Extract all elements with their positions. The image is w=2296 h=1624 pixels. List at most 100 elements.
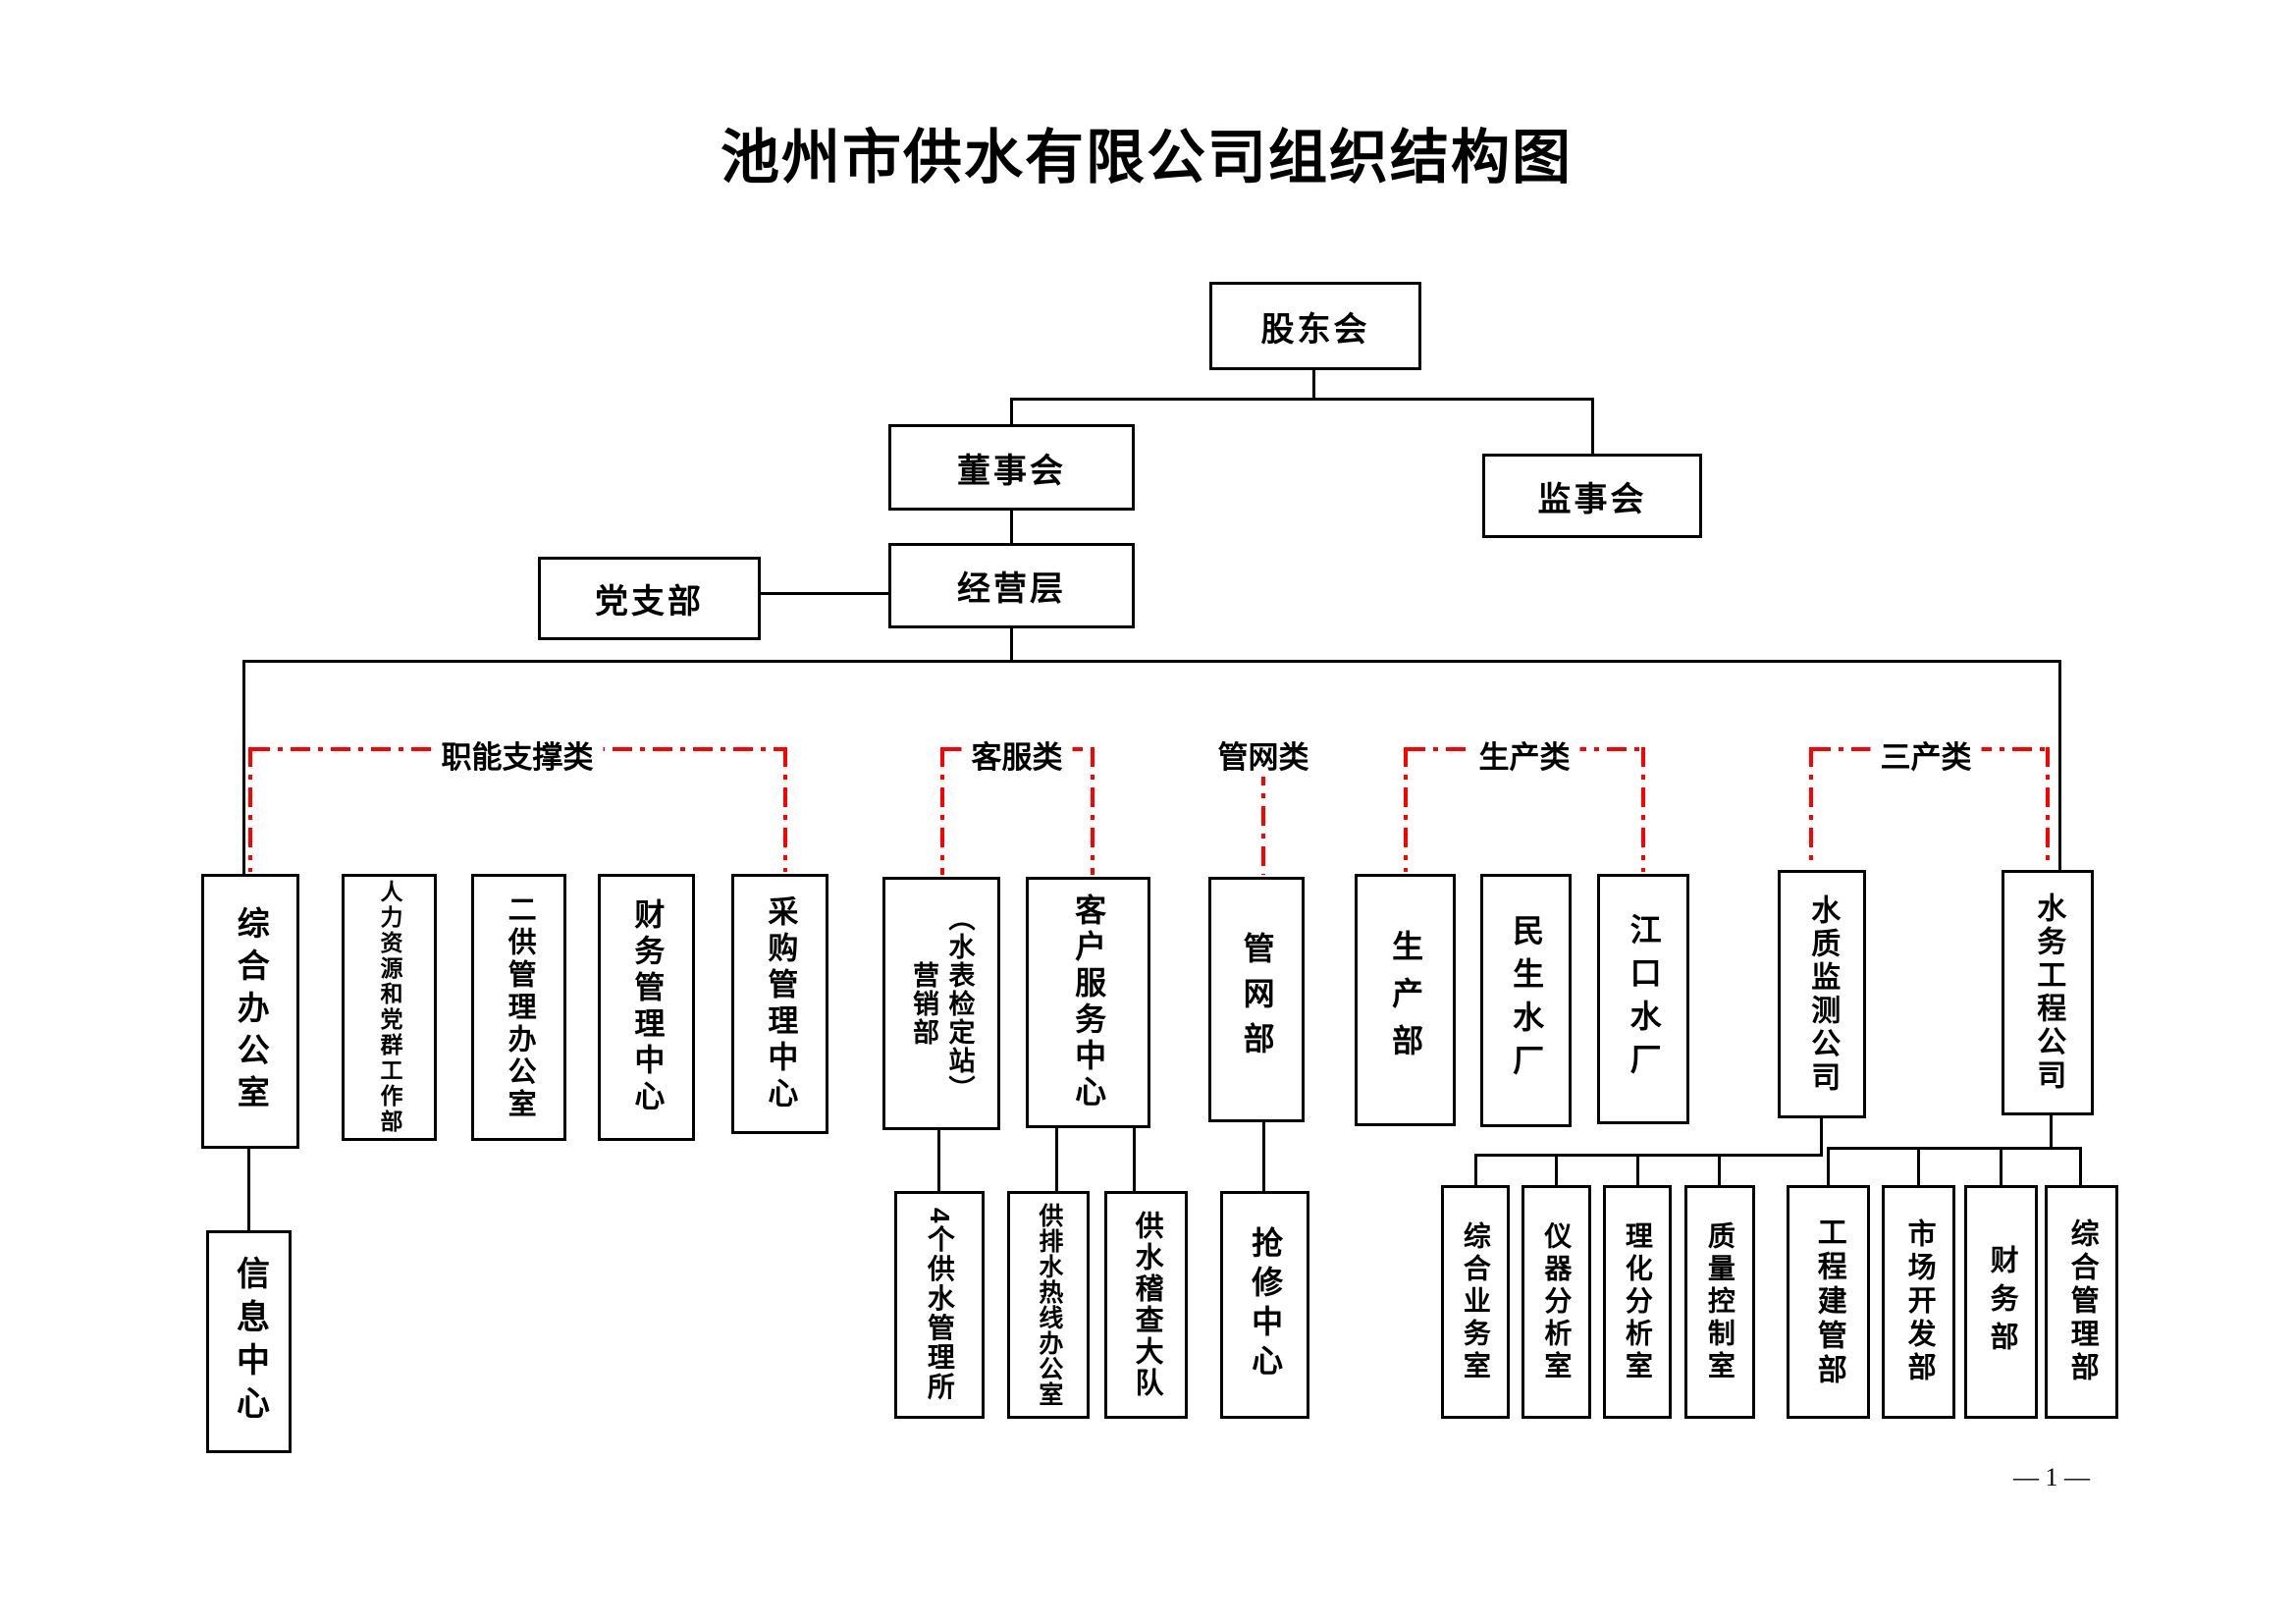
dept-procurement-center-label: 采购管理中心 bbox=[763, 894, 798, 1113]
connector-quality-down bbox=[1820, 1118, 1823, 1157]
subdept-info-center: 信息中心 bbox=[206, 1230, 292, 1453]
dept-hr-party: 人力资源和党群工作部 bbox=[342, 874, 437, 1141]
connector-party-management bbox=[761, 592, 888, 595]
subdept-business-room-label: 综合业务室 bbox=[1460, 1220, 1491, 1383]
dept-production: 生产部 bbox=[1355, 874, 1456, 1126]
connector-management-down bbox=[1010, 628, 1013, 660]
dept-customer-service: 客户服务中心 bbox=[1026, 877, 1150, 1128]
connector-distribution-line bbox=[242, 660, 2061, 663]
bracket-support-v-left bbox=[248, 747, 252, 872]
dept-production-label: 生产部 bbox=[1388, 929, 1424, 1071]
bracket-pipeline-v bbox=[1261, 766, 1265, 875]
dept-general-office: 综合办公室 bbox=[201, 874, 299, 1149]
category-label-tertiary: 三产类 bbox=[1870, 732, 1982, 777]
connector-service-child2 bbox=[1133, 1128, 1136, 1191]
subdept-finance: 财务部 bbox=[1964, 1185, 2038, 1419]
connector-marketing-child bbox=[937, 1130, 940, 1191]
subdept-repair-center-label: 抢修中心 bbox=[1248, 1226, 1284, 1383]
subdept-construction-mgmt-label: 工程建管部 bbox=[1812, 1216, 1845, 1388]
connector-board-management bbox=[1010, 511, 1013, 543]
subdept-hotline-office-label: 供排水热线办公室 bbox=[1035, 1203, 1063, 1407]
node-supervisors: 监事会 bbox=[1482, 454, 1702, 538]
bracket-production-v-left bbox=[1404, 747, 1408, 872]
dept-general-office-label: 综合办公室 bbox=[233, 905, 270, 1117]
node-board: 董事会 bbox=[888, 424, 1135, 511]
dept-pipe-network: 管网部 bbox=[1208, 877, 1305, 1122]
connector-engineering-c3 bbox=[2000, 1147, 2002, 1185]
node-shareholders: 股东会 bbox=[1209, 282, 1421, 370]
dept-minsheng-plant-label: 民生水厂 bbox=[1509, 914, 1545, 1087]
node-supervisors-label: 监事会 bbox=[1537, 480, 1647, 518]
category-label-production: 生产类 bbox=[1468, 732, 1580, 777]
subdept-market-dev-label: 市场开发部 bbox=[1903, 1218, 1936, 1385]
connector-quality-h bbox=[1474, 1154, 1823, 1157]
page-number: — 1 — bbox=[2013, 1463, 2090, 1491]
dept-customer-service-label: 客户服务中心 bbox=[1071, 893, 1107, 1111]
dept-water-quality-co-label: 水质监测公司 bbox=[1806, 893, 1840, 1095]
subdept-instrument-room: 仪器分析室 bbox=[1522, 1185, 1591, 1419]
subdept-inspection-brigade-label: 供水稽查大队 bbox=[1131, 1211, 1163, 1399]
connector-engineering-c1 bbox=[1827, 1147, 1830, 1185]
connector-shareholders-down bbox=[1312, 370, 1315, 398]
connector-quality-c1 bbox=[1474, 1154, 1477, 1185]
connector-supervisors-drop bbox=[1591, 398, 1594, 454]
bracket-tertiary-v-right bbox=[2046, 747, 2050, 868]
subdept-physchem-room: 理化分析室 bbox=[1603, 1185, 1672, 1419]
dept-finance-center: 财务管理中心 bbox=[598, 874, 695, 1141]
subdept-info-center-label: 信息中心 bbox=[231, 1255, 269, 1429]
subdept-business-room: 综合业务室 bbox=[1441, 1185, 1510, 1419]
bracket-service-v-left bbox=[940, 747, 944, 875]
connector-engineering-h bbox=[1827, 1147, 2082, 1150]
subdept-construction-mgmt: 工程建管部 bbox=[1787, 1185, 1870, 1419]
node-party-branch: 党支部 bbox=[538, 557, 761, 640]
connector-engineering-c4 bbox=[2079, 1147, 2082, 1185]
subdept-hotline-office: 供排水热线办公室 bbox=[1007, 1191, 1090, 1419]
node-shareholders-label: 股东会 bbox=[1260, 310, 1370, 349]
category-label-pipeline: 管网类 bbox=[1207, 732, 1319, 777]
subdept-quality-control-room: 质量控制室 bbox=[1684, 1185, 1755, 1419]
dept-hr-party-label: 人力资源和党群工作部 bbox=[377, 880, 403, 1135]
bracket-production-v-right bbox=[1641, 747, 1645, 872]
node-management: 经营层 bbox=[888, 543, 1135, 628]
dept-minsheng-plant: 民生水厂 bbox=[1480, 874, 1572, 1127]
node-board-label: 董事会 bbox=[957, 452, 1066, 490]
dept-secondary-supply-label: 二供管理办公室 bbox=[504, 893, 536, 1121]
node-party-branch-label: 党支部 bbox=[595, 583, 704, 621]
dept-marketing: （水表检定站） 营销部 bbox=[882, 877, 1000, 1130]
dept-pipe-network-label: 管网部 bbox=[1239, 932, 1275, 1067]
dept-jiangkou-plant-label: 江口水厂 bbox=[1626, 912, 1662, 1086]
connector-quality-c4 bbox=[1718, 1154, 1721, 1185]
connector-left-drop bbox=[242, 660, 245, 874]
dept-procurement-center: 采购管理中心 bbox=[731, 874, 828, 1134]
subdept-physchem-room-label: 理化分析室 bbox=[1622, 1220, 1653, 1383]
subdept-inspection-brigade: 供水稽查大队 bbox=[1104, 1191, 1188, 1419]
page-title: 池州市供水有限公司组织结构图 bbox=[721, 126, 1573, 190]
connector-quality-c3 bbox=[1636, 1154, 1639, 1185]
dept-water-engineering-co-label: 水务工程公司 bbox=[2032, 893, 2065, 1093]
connector-engineering-c2 bbox=[1917, 1147, 1920, 1185]
subdept-finance-label: 财务部 bbox=[1986, 1244, 2018, 1360]
connector-right-drop bbox=[2058, 660, 2061, 870]
subdept-market-dev: 市场开发部 bbox=[1882, 1185, 1955, 1419]
bracket-support-v-right bbox=[783, 747, 787, 872]
node-management-label: 经营层 bbox=[957, 570, 1066, 608]
subdept-general-mgmt: 综合管理部 bbox=[2045, 1185, 2118, 1419]
bracket-service-v-right bbox=[1091, 747, 1095, 875]
connector-office-info bbox=[247, 1149, 250, 1230]
category-label-support: 职能支撑类 bbox=[431, 732, 604, 777]
connector-board-supervisors-h bbox=[1010, 398, 1593, 401]
connector-board-drop bbox=[1010, 398, 1013, 424]
connector-quality-c2 bbox=[1555, 1154, 1558, 1185]
subdept-general-mgmt-label: 综合管理部 bbox=[2066, 1218, 2099, 1385]
dept-water-engineering-co: 水务工程公司 bbox=[2002, 870, 2094, 1115]
subdept-quality-control-room-label: 质量控制室 bbox=[1704, 1220, 1735, 1383]
connector-service-child1 bbox=[1055, 1128, 1058, 1191]
connector-engineering-down bbox=[2050, 1115, 2053, 1147]
subdept-repair-center: 抢修中心 bbox=[1220, 1191, 1309, 1419]
dept-jiangkou-plant: 江口水厂 bbox=[1597, 874, 1689, 1124]
category-label-service: 客服类 bbox=[961, 732, 1073, 777]
dept-marketing-label: （水表检定站） 营销部 bbox=[909, 903, 975, 1104]
subdept-supply-offices: 4个供水管理所 bbox=[894, 1191, 985, 1419]
dept-water-quality-co: 水质监测公司 bbox=[1778, 870, 1866, 1118]
